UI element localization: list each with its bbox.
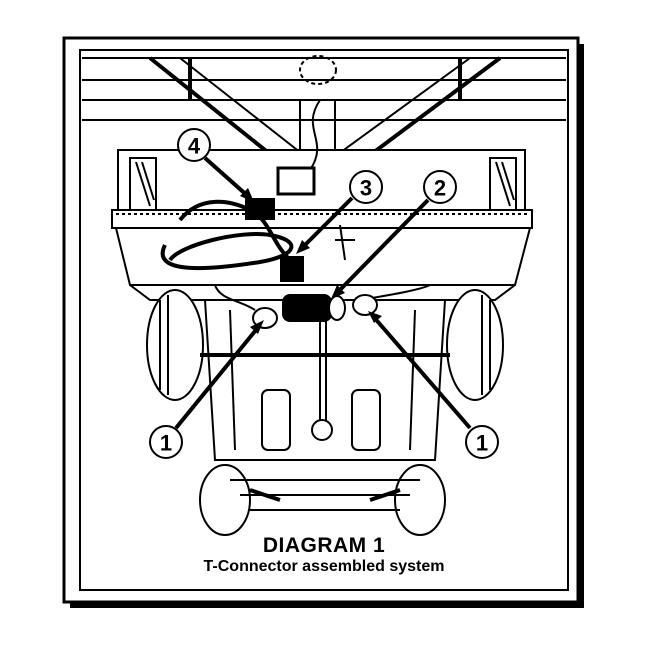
callout-1-left: 1 — [149, 425, 183, 459]
diagram-subtitle: T-Connector assembled system — [203, 558, 445, 575]
wheels — [146, 289, 504, 536]
callout-2-label: 2 — [434, 176, 446, 201]
callout-4: 4 — [177, 128, 211, 162]
callout-2: 2 — [423, 170, 457, 204]
callout-3-label: 3 — [360, 176, 372, 201]
callout-1-right: 1 — [465, 425, 499, 459]
diagram-title: DIAGRAM 1 — [262, 534, 386, 557]
callout-4-label: 4 — [188, 134, 201, 159]
truck-cab — [117, 149, 526, 216]
callout-1-left-label: 1 — [160, 431, 172, 456]
callout-3: 3 — [349, 170, 383, 204]
callout-arrows — [174, 156, 472, 430]
wiring — [160, 99, 431, 329]
callout-1-right-label: 1 — [476, 431, 488, 456]
